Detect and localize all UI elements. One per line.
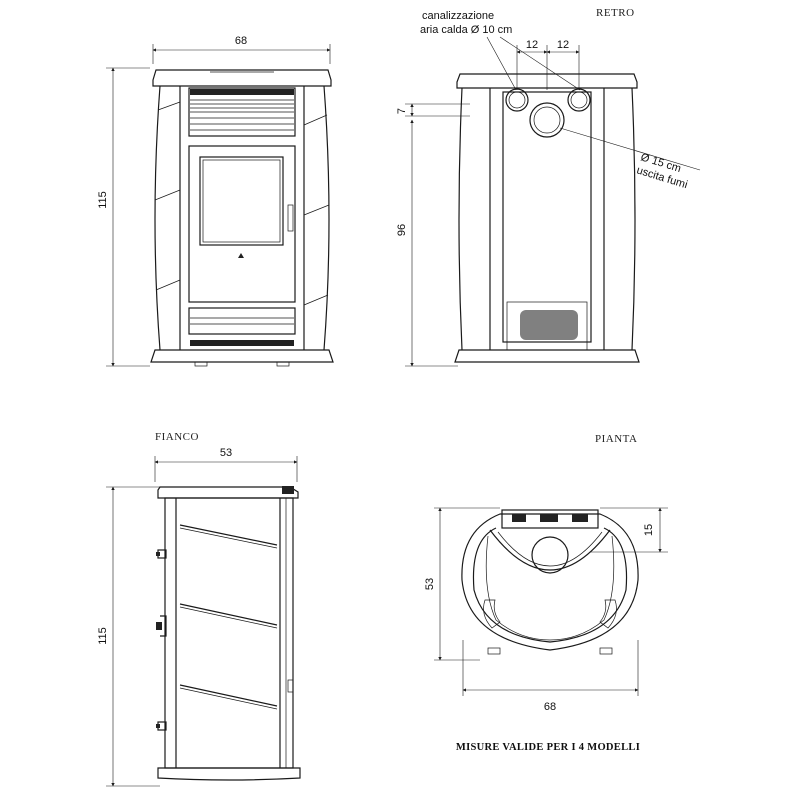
rear-duct-label-line2: aria calda Ø 10 cm <box>420 24 512 36</box>
rear-hot-air-duct-left <box>505 88 529 112</box>
rear-flue-leader <box>559 127 701 171</box>
rear-duct-leader-right <box>499 36 581 91</box>
plan-title: PIANTA <box>595 433 637 445</box>
rear-duct-label-line1: canalizzazione <box>422 10 494 22</box>
rear-hot-air-duct-right <box>567 88 591 112</box>
front-top-cap <box>152 69 332 87</box>
rear-spacing-left: 12 <box>526 39 538 51</box>
rear-view: RETRO canalizzazione aria calda Ø 10 cm … <box>396 7 701 367</box>
front-height-label: 115 <box>97 191 109 209</box>
plan-offset-label: 15 <box>643 524 655 536</box>
footer-note: MISURE VALIDE PER I 4 MODELLI <box>456 742 640 753</box>
side-base <box>157 767 301 781</box>
plan-depth-label: 53 <box>424 578 436 590</box>
side-title: FIANCO <box>155 431 199 443</box>
front-door <box>188 145 296 303</box>
rear-title: RETRO <box>596 7 635 19</box>
rear-spacing-right: 12 <box>557 39 569 51</box>
side-height-label: 115 <box>97 627 109 645</box>
rear-duct-leader-left <box>486 36 517 91</box>
plan-view: PIANTA 53 15 68 <box>424 433 668 713</box>
rear-vent-grille <box>506 301 588 351</box>
front-view: 68 115 <box>97 35 334 367</box>
plan-width-label: 68 <box>544 701 556 713</box>
side-width-label: 53 <box>220 447 232 459</box>
side-view: FIANCO 53 115 <box>97 431 301 787</box>
plan-flue-outlet <box>531 536 569 574</box>
rear-top-offset: 7 <box>396 108 408 114</box>
rear-flue-outlet <box>529 102 565 138</box>
front-glass <box>199 156 284 246</box>
front-base <box>150 349 334 363</box>
plan-outline <box>461 513 639 651</box>
rear-panel <box>502 91 592 343</box>
rear-height-label: 96 <box>396 224 408 236</box>
front-width-label: 68 <box>235 35 247 47</box>
side-body <box>164 497 294 769</box>
